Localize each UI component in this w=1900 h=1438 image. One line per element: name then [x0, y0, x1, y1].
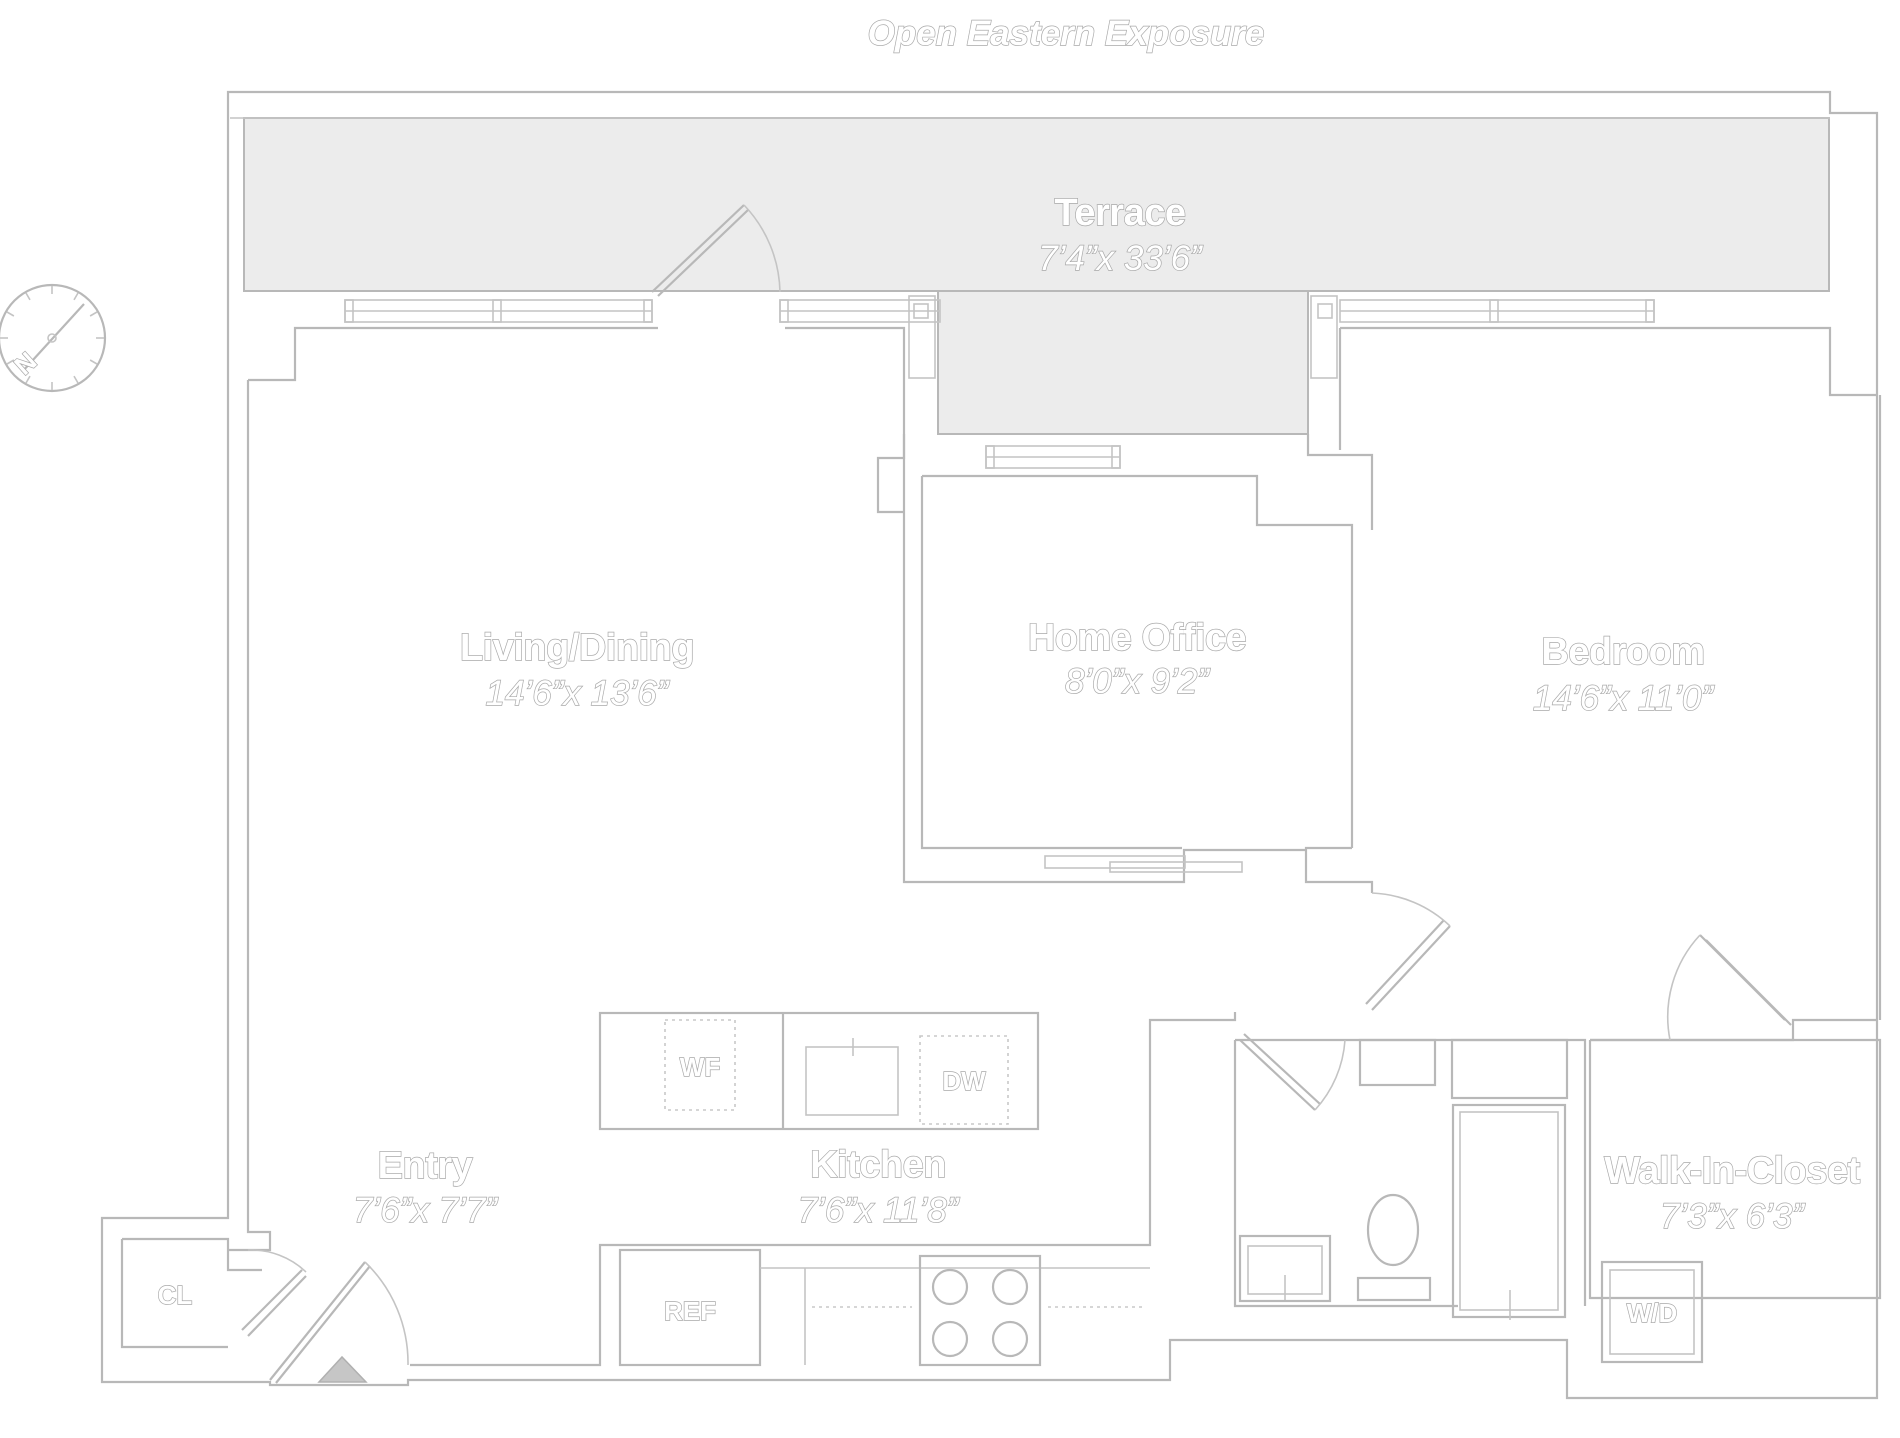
window-home-office [985, 445, 1121, 469]
burner-2 [991, 1268, 1029, 1306]
entry-name: Entry [378, 1145, 473, 1187]
compass-tick [73, 292, 79, 301]
dishwasher-label: DW [942, 1066, 986, 1096]
bathroom-walls [1233, 1038, 1587, 1308]
kitchen-dims: 7’6”x 11’8” [798, 1191, 960, 1230]
home-office-right-wall [1304, 434, 1374, 893]
kitchen-name: Kitchen [810, 1144, 946, 1186]
walk-in-closet-name: Walk-In-Closet [1604, 1150, 1860, 1192]
window-living-1 [344, 299, 653, 323]
entry-marker-icon [317, 1355, 368, 1383]
compass-tick [25, 375, 31, 384]
terrace-area [243, 117, 1830, 292]
walk-in-closet-walls [1588, 1038, 1882, 1300]
burner-3 [931, 1320, 969, 1358]
washer-dryer-label: W/D [1627, 1298, 1678, 1328]
compass-tick [89, 359, 98, 365]
closet-door [1666, 934, 1792, 1041]
terrace-notch [937, 290, 1309, 435]
bedroom-dims: 14’6”x 11’0” [1533, 679, 1715, 718]
bathroom-door [1239, 1033, 1346, 1111]
coat-closet-door [241, 1249, 307, 1337]
wine-fridge-label: WF [680, 1052, 720, 1082]
closet-label: CL [158, 1280, 193, 1310]
living-dining-left-wall [228, 380, 272, 1252]
compass-tick [73, 375, 79, 384]
building-outline [100, 90, 1879, 1400]
terrace-name: Terrace [1054, 192, 1185, 234]
entry-dims: 7’6”x 7’7” [353, 1191, 498, 1230]
living-dining-walls [248, 326, 1306, 884]
terrace-dims: 7’4”x 33’6” [1038, 239, 1203, 278]
compass-icon [0, 283, 107, 393]
washer-dryer-unit [1600, 1260, 1704, 1364]
living-dining-bottom-kitchen-wall [410, 1012, 1237, 1367]
compass-tick [89, 311, 98, 317]
refrigerator-label: REF [664, 1296, 716, 1326]
terrace-door [651, 204, 781, 297]
entry-door [269, 1261, 409, 1384]
window-pier-right [1310, 295, 1338, 379]
window-bedroom [1339, 299, 1655, 323]
burner-1 [931, 1268, 969, 1306]
living-dining-dims: 14’6”x 13’6” [486, 674, 670, 713]
window-pier-left [908, 295, 936, 379]
compass-tick [25, 292, 31, 301]
compass-tick [6, 311, 15, 317]
exposure-label: Open Eastern Exposure [868, 14, 1265, 53]
home-office-name: Home Office [1028, 617, 1246, 659]
home-office-sliding-door [1044, 855, 1243, 873]
kitchen-counter [618, 1248, 1150, 1367]
burner-4 [991, 1320, 1029, 1358]
home-office-dims: 8’0”x 9’2” [1065, 662, 1210, 701]
walk-in-closet-dims: 7’3”x 6’3” [1660, 1197, 1805, 1236]
living-dining-name: Living/Dining [460, 627, 694, 669]
toilet-icon [1366, 1193, 1420, 1267]
coat-closet-walls [120, 1237, 262, 1349]
home-office-walls [876, 434, 1354, 850]
compass-tick [6, 359, 15, 365]
bathroom-fixtures [1238, 1038, 1569, 1320]
bedroom-door [1365, 892, 1451, 1011]
kitchen-island [598, 1011, 1040, 1131]
bedroom-name: Bedroom [1541, 631, 1704, 673]
